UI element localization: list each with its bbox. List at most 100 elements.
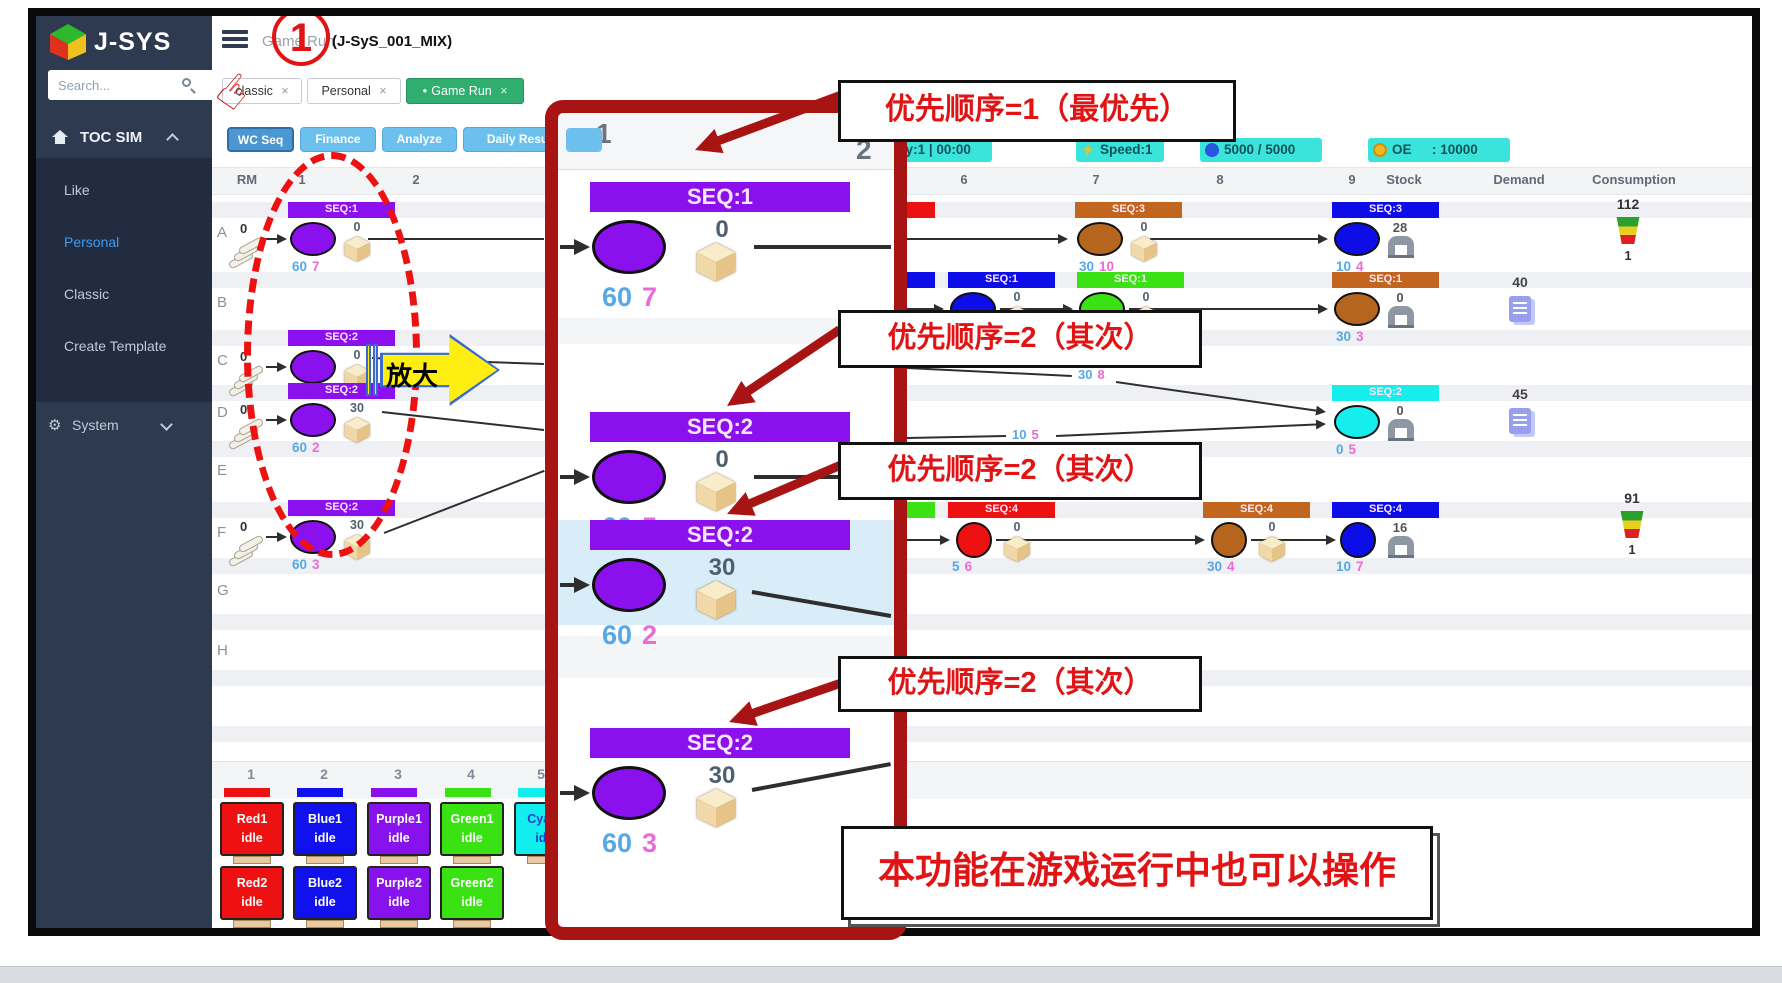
seq-priority-bar[interactable]: SEQ:2 (1332, 385, 1439, 401)
arrowhead-icon (1195, 535, 1205, 545)
connector-line (560, 475, 579, 479)
logo-cube-icon (50, 24, 86, 60)
box-icon (696, 580, 736, 620)
buffer-count: 30 (708, 762, 736, 789)
machine-oval[interactable] (592, 766, 666, 820)
machine-circle[interactable] (1211, 522, 1247, 558)
stock-count: 0 (1396, 403, 1404, 418)
buffer-count: 30 (708, 554, 736, 581)
lightning-icon (1083, 143, 1093, 157)
toolbar-button-finance[interactable]: Finance (300, 127, 376, 152)
box-icon (1004, 536, 1030, 562)
connector-line (1251, 538, 1329, 542)
tab-close-icon[interactable]: × (496, 84, 508, 98)
machine-oval[interactable] (592, 558, 666, 612)
machine-name: Blue2 (307, 876, 343, 890)
connector (906, 366, 1073, 378)
sidebar-item-create-template[interactable]: Create Template (64, 338, 167, 354)
home-icon (52, 130, 68, 144)
toolbar-button-wc-seq[interactable]: WC Seq (227, 127, 295, 152)
seq-priority-bar[interactable]: SEQ:2 (590, 728, 850, 758)
machine-oval[interactable] (592, 220, 666, 274)
seq-priority-bar[interactable]: SEQ:1 (948, 272, 1055, 288)
grid-column-header: 7 (1092, 172, 1100, 187)
sidebar-section-label: TOC SIM (80, 129, 143, 146)
sidebar-item-personal[interactable]: Personal (64, 234, 120, 250)
tab-classic[interactable]: classic × (222, 78, 302, 104)
demand-doc-icon (1509, 296, 1531, 322)
box-icon (696, 472, 736, 512)
consumption-value: 91 (1624, 490, 1640, 506)
seq-priority-bar[interactable]: SEQ:4 (1332, 502, 1439, 518)
zoom-callout-arrow: 放大 (360, 334, 500, 406)
search-input[interactable] (48, 70, 240, 100)
grid-column-header: Demand (1493, 172, 1545, 187)
magnified-station[interactable]: SEQ:26050 (562, 412, 902, 542)
machine-card-base (453, 856, 491, 864)
machine-oval[interactable] (592, 450, 666, 504)
tab-personal[interactable]: Personal × (307, 78, 401, 104)
annotation-priority-box: 优先顺序=2（其次） (838, 310, 1202, 368)
machine-oval[interactable] (1334, 405, 1380, 439)
seq-priority-bar[interactable]: SEQ:1 (1332, 272, 1439, 288)
demand-doc-icon (1509, 408, 1531, 434)
sidebar-item-like[interactable]: Like (64, 182, 90, 198)
annotation-circled-number: 1 (272, 8, 330, 66)
tab-game-run[interactable]: ●Game Run × (406, 78, 524, 104)
search-icon[interactable] (182, 78, 196, 94)
machine-card-base (306, 856, 344, 864)
machine-oval[interactable] (1334, 222, 1380, 256)
buffer-count: 0 (1013, 520, 1021, 534)
seq-priority-bar[interactable]: SEQ:4 (1203, 502, 1310, 518)
connector-line (906, 366, 1073, 378)
sidebar-item-classic[interactable]: Classic (64, 286, 110, 302)
sidebar-section-tocsim[interactable]: TOC SIM (36, 118, 212, 158)
machine-slot-number: 1 (247, 766, 255, 782)
consumption-extra: 1 (1624, 248, 1632, 263)
machine-card-base (380, 856, 418, 864)
seq-priority-bar[interactable]: SEQ:3 (1332, 202, 1439, 218)
tab-close-icon[interactable]: × (375, 84, 387, 98)
seq-priority-bar[interactable]: SEQ:3 (1075, 202, 1182, 218)
seq-priority-bar[interactable]: SEQ:4 (948, 502, 1055, 518)
machine-oval[interactable] (1077, 222, 1123, 256)
sidebar-item-system[interactable]: ⚙ System (36, 408, 212, 444)
grid-row-label: G (217, 582, 229, 599)
seq-priority-bar[interactable]: SEQ:2 (590, 520, 850, 550)
connector-line (1150, 237, 1321, 241)
stock-count: 0 (1396, 290, 1404, 305)
machine-slot-number: 3 (394, 766, 402, 782)
toolbar-button-analyze[interactable]: Analyze (381, 127, 457, 152)
 (1388, 325, 1414, 328)
tab-close-icon[interactable]: × (277, 84, 289, 98)
 (1388, 438, 1414, 441)
machine-oval[interactable] (1334, 292, 1380, 326)
seq-priority-bar[interactable]: SEQ:1 (590, 182, 850, 212)
hamburger-menu[interactable] (222, 30, 250, 54)
machine-circle[interactable] (956, 522, 992, 558)
machine-circle[interactable] (1340, 522, 1376, 558)
seq-priority-bar[interactable]: SEQ:1 (1077, 272, 1184, 288)
machine-name: Green2 (450, 876, 494, 890)
seq-priority-bar[interactable]: SEQ:2 (590, 412, 850, 442)
